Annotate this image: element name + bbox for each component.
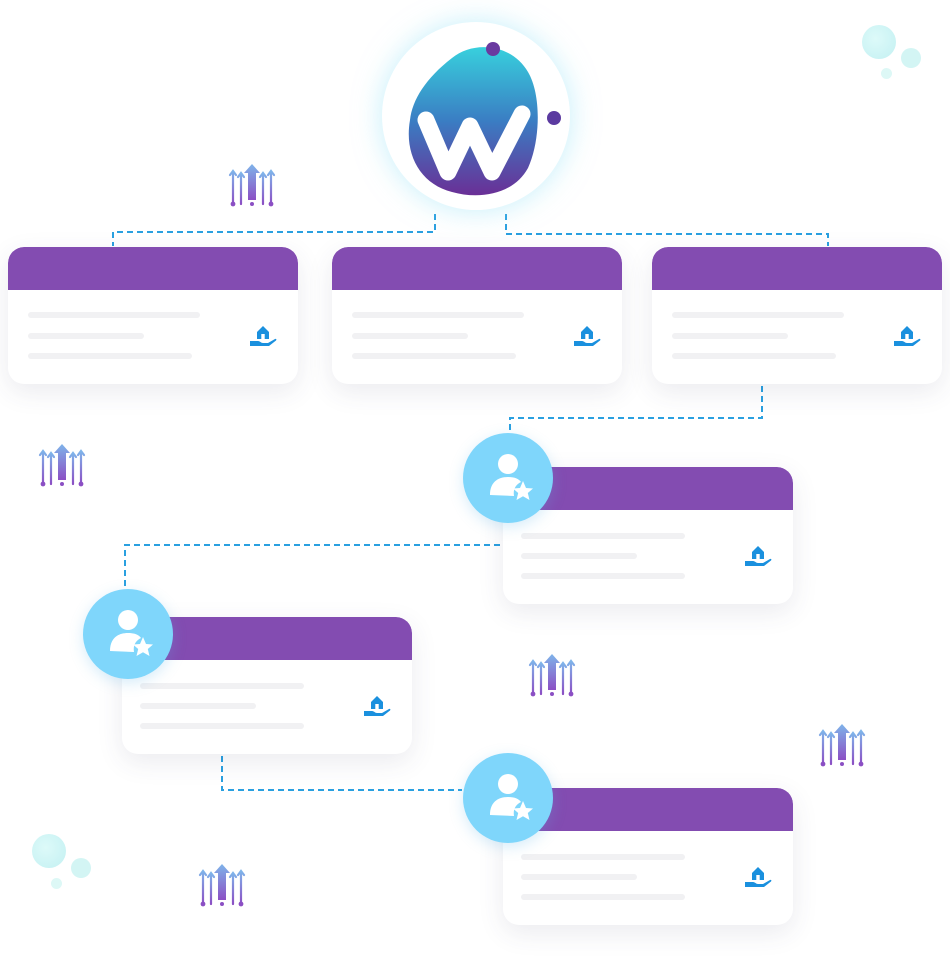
placeholder-line — [672, 333, 788, 339]
placeholder-line — [521, 573, 685, 579]
placeholder-line — [521, 553, 637, 559]
connector-child-1-child-2 — [124, 544, 500, 588]
placeholder-line — [28, 333, 144, 339]
bubble-decoration — [901, 48, 921, 68]
card-header — [652, 247, 942, 290]
bubble-decoration — [51, 878, 62, 889]
home-hand-icon — [574, 326, 601, 346]
child-card-1[interactable] — [503, 467, 793, 604]
bubble-decoration — [881, 68, 892, 79]
placeholder-line — [521, 874, 637, 880]
placeholder-line — [28, 353, 192, 359]
home-hand-icon — [894, 326, 921, 346]
avatar — [463, 433, 553, 523]
placeholder-line — [28, 312, 200, 318]
placeholder-line — [672, 353, 836, 359]
bubble-decoration — [32, 834, 66, 868]
bubble-decoration — [862, 25, 896, 59]
placeholder-line — [672, 312, 844, 318]
avatar — [463, 753, 553, 843]
placeholder-line — [140, 703, 256, 709]
growth-arrows-icon — [818, 724, 866, 767]
placeholder-line — [140, 683, 304, 689]
brand-w-logo-icon — [408, 42, 561, 196]
top-card-1[interactable] — [8, 247, 298, 384]
bubble-decoration — [71, 858, 91, 878]
placeholder-line — [352, 333, 468, 339]
card-header — [332, 247, 622, 290]
growth-arrows-icon — [38, 444, 86, 487]
placeholder-line — [352, 312, 524, 318]
top-card-2[interactable] — [332, 247, 622, 384]
placeholder-line — [521, 533, 685, 539]
connector-child-2-child-3 — [221, 756, 462, 791]
card-header — [8, 247, 298, 290]
placeholder-line — [352, 353, 516, 359]
growth-arrows-icon — [528, 654, 576, 697]
growth-arrows-icon — [228, 164, 276, 207]
placeholder-line — [140, 723, 304, 729]
home-hand-icon — [745, 867, 772, 887]
connector-card-3-child-1 — [509, 386, 763, 432]
placeholder-line — [521, 854, 685, 860]
user-star-icon — [110, 610, 153, 656]
home-hand-icon — [250, 326, 277, 346]
user-star-icon — [490, 454, 533, 500]
top-card-3[interactable] — [652, 247, 942, 384]
user-star-icon — [490, 774, 533, 820]
connector-logo-card-1 — [112, 214, 436, 246]
home-hand-icon — [364, 696, 391, 716]
avatar — [83, 589, 173, 679]
connector-logo-card-3 — [505, 214, 829, 246]
placeholder-line — [521, 894, 685, 900]
brand-logo — [382, 22, 570, 210]
growth-arrows-icon — [198, 864, 246, 907]
home-hand-icon — [745, 546, 772, 566]
